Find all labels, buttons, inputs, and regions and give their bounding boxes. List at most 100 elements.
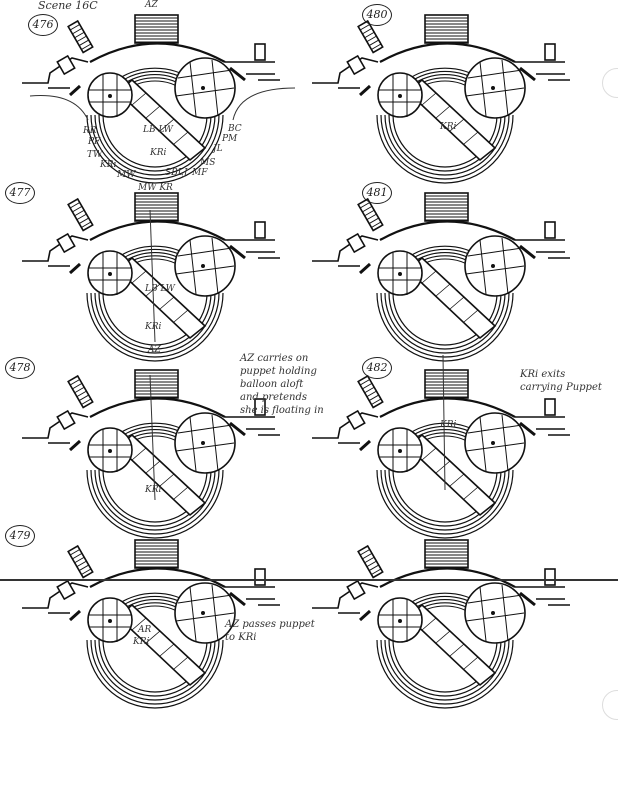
ring-step (376, 639, 514, 709)
left-wing-wall (22, 235, 89, 262)
stair-tread (78, 564, 89, 571)
stage-plan (312, 14, 570, 184)
back-wall-arc (89, 397, 226, 418)
center-dot (108, 449, 113, 454)
stair-tread (362, 205, 373, 213)
left-door (358, 84, 372, 97)
right-door (519, 591, 536, 607)
back-wall-arc (379, 42, 516, 63)
platform-seam (173, 309, 189, 323)
ring-step (102, 469, 208, 523)
stage-plan (290, 539, 618, 709)
platform-seam (449, 296, 465, 310)
stair-tread (368, 217, 379, 224)
center-dot (108, 272, 113, 277)
left-small-stairs (56, 579, 76, 601)
upstage-stairs (424, 539, 469, 569)
stage-plan (22, 14, 280, 184)
center-dot (491, 611, 496, 616)
panel-number: 478 (5, 357, 35, 379)
platform-seam (435, 283, 451, 297)
stair-tread (364, 209, 375, 217)
back-wall-arc (89, 220, 226, 241)
panel-number: 477 (5, 182, 35, 204)
ring-step (98, 292, 212, 350)
actor-label: KRi (145, 322, 162, 332)
ring-step (86, 469, 224, 539)
stair-tread (78, 39, 89, 46)
right-door (519, 421, 536, 437)
turntable-grid (89, 429, 131, 472)
right-wing-step (246, 598, 280, 606)
panel-number: 480 (362, 4, 392, 26)
left-door (358, 439, 372, 452)
ring-step (384, 292, 506, 354)
left-door (68, 439, 82, 452)
ring-step (392, 639, 498, 693)
stage-note: AZ carries on puppet holding balloon alo… (240, 353, 324, 416)
ring-step (94, 292, 216, 354)
actor-label: KRi (145, 485, 162, 495)
platform-seam (145, 105, 161, 119)
center-dot (491, 441, 496, 446)
left-wing-wall (22, 412, 89, 439)
right-wing-step (536, 251, 570, 259)
stage-note: AZ passes puppet to KRi (225, 619, 315, 643)
left-wing-wall (312, 57, 379, 84)
upstage-stairs (134, 369, 179, 399)
ring-step (90, 292, 220, 358)
actor-label: KRi (100, 160, 117, 170)
platform-seam (421, 617, 437, 631)
center-dot (398, 619, 403, 624)
stair-tread (74, 31, 85, 39)
actor-label: AR (138, 625, 152, 635)
stage-plan (22, 192, 280, 362)
actor-label: AZ (148, 345, 161, 355)
platform-seam (173, 656, 189, 670)
ring-step (376, 292, 514, 362)
upstage-stairs (134, 539, 179, 569)
actor-label: LB LW (145, 284, 175, 294)
stair-tread (69, 379, 80, 386)
ring-step (392, 114, 498, 168)
center-dot (201, 441, 206, 446)
turntable-grid (379, 252, 421, 295)
movement-arrow (149, 374, 156, 501)
center-dot (398, 449, 403, 454)
ring-step (384, 114, 506, 176)
platform-seam (131, 92, 147, 106)
back-wall-arc (379, 397, 516, 418)
stair-tread (72, 552, 83, 560)
ring-step (102, 639, 208, 693)
stair-tread (74, 386, 85, 394)
upstage-stairs (424, 14, 469, 44)
stair-tread (368, 564, 379, 571)
left-small-stairs (346, 232, 366, 254)
actor-label: SBLJ (165, 168, 188, 178)
stair-tread (359, 202, 370, 209)
platform-seam (421, 447, 437, 461)
right-door (519, 66, 536, 82)
center-dot (491, 86, 496, 91)
ring-step (380, 639, 510, 705)
platform-seam (463, 309, 479, 323)
ring-step (86, 114, 224, 184)
stage-plan (312, 369, 570, 539)
stair-tread (364, 31, 375, 39)
ring-step (90, 469, 220, 535)
ring-step (86, 292, 224, 362)
center-dot (491, 264, 496, 269)
turntable-grid (175, 414, 235, 472)
right-door (519, 244, 536, 260)
exit-arrow-left (29, 95, 89, 121)
stair-tread (366, 390, 377, 398)
center-dot (201, 264, 206, 269)
stair-tread (362, 382, 373, 390)
platform-seam (159, 643, 175, 657)
left-stair-unit (357, 19, 384, 54)
left-door (358, 262, 372, 275)
turntable-grid (465, 584, 525, 642)
center-dot (201, 611, 206, 616)
left-stair-unit (357, 374, 384, 409)
stair-tread (74, 209, 85, 217)
